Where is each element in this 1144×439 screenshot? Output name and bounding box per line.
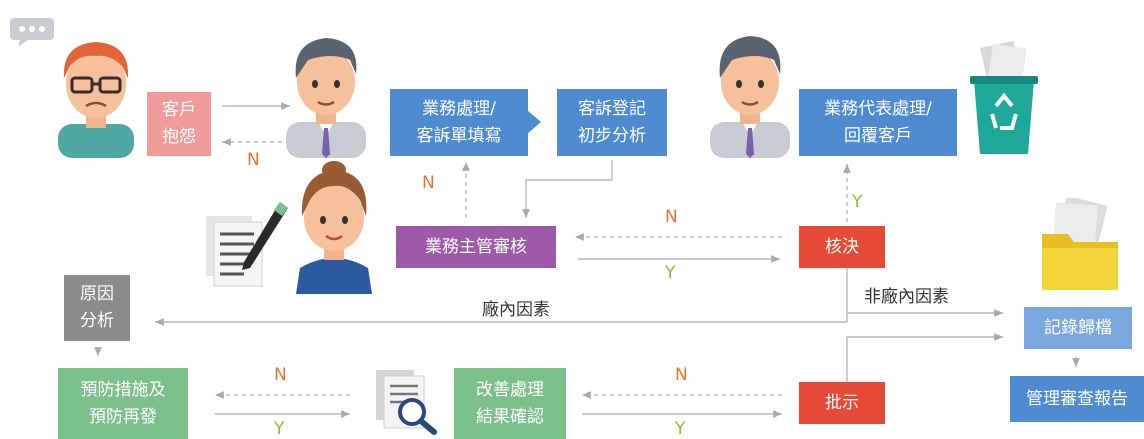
node-sales-fill-form: 業務處理/ 客訴單填寫 bbox=[390, 89, 528, 156]
sales-rep-icon bbox=[710, 36, 790, 158]
node-management-review-report: 管理審查報告 bbox=[1010, 376, 1144, 422]
arrow-instruction-to-archive bbox=[846, 333, 1003, 382]
label-y-to-rep: Y bbox=[852, 192, 863, 212]
arrow-fill-to-register bbox=[527, 110, 541, 134]
document-pen-icon bbox=[206, 202, 288, 287]
label-y-instruction: Y bbox=[675, 419, 686, 439]
label-y-prevention: Y bbox=[274, 419, 285, 439]
archive-folder-icon bbox=[1042, 198, 1118, 290]
node-instruction: 批示 bbox=[799, 382, 885, 424]
arrow-register-to-supervisor bbox=[522, 160, 613, 218]
document-search-icon bbox=[376, 370, 437, 435]
label-internal-factor: 廠內因素 bbox=[482, 300, 550, 320]
node-customer-complaint: 客戶 抱怨 bbox=[147, 92, 211, 156]
supervisor-woman-icon bbox=[296, 161, 372, 294]
label-external-factor: 非廠內因素 bbox=[864, 287, 949, 307]
label-n-supervisor-return: N bbox=[422, 173, 435, 193]
node-register-analysis: 客訴登記 初步分析 bbox=[557, 89, 667, 156]
label-y-approve: Y bbox=[665, 263, 676, 283]
node-cause-analysis: 原因 分析 bbox=[64, 275, 130, 341]
node-supervisor-review: 業務主管審核 bbox=[396, 226, 556, 268]
node-prevention: 預防措施及 預防再發 bbox=[58, 368, 188, 439]
angry-customer-icon bbox=[58, 42, 134, 158]
node-improvement-confirm: 改善處理 結果確認 bbox=[454, 368, 566, 439]
label-n-prevention: N bbox=[274, 365, 287, 385]
recycle-bin-icon bbox=[970, 40, 1038, 154]
node-record-archive: 記錄歸檔 bbox=[1024, 307, 1132, 349]
sales-person-icon bbox=[286, 38, 366, 158]
label-n-approve-return: N bbox=[665, 207, 678, 227]
node-sales-rep-reply: 業務代表處理/ 回覆客戶 bbox=[799, 89, 957, 156]
label-n-instruction: N bbox=[675, 365, 688, 385]
label-n-customer: N bbox=[247, 150, 260, 170]
node-approve: 核決 bbox=[799, 226, 885, 268]
chat-bubble-icon bbox=[10, 18, 54, 47]
